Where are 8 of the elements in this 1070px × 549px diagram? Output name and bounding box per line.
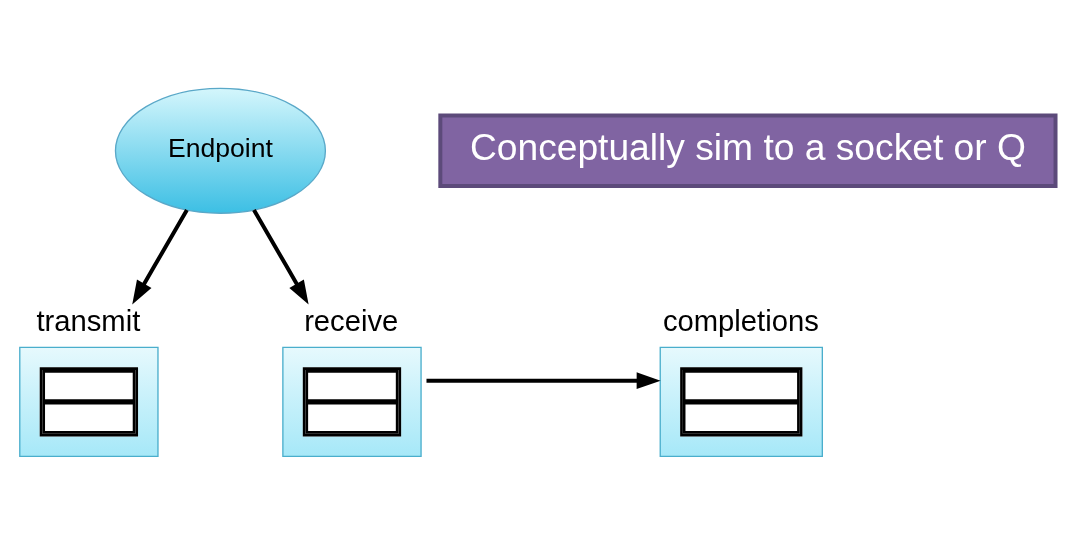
node-label: completions: [662, 304, 819, 337]
node-box: Conceptually sim to a socket or Q: [438, 113, 1058, 188]
arrow: [252, 208, 309, 304]
arrow: [132, 208, 189, 304]
node-label: transmit: [36, 304, 141, 337]
node-label: receive: [304, 304, 399, 337]
arrow: [426, 371, 661, 389]
node-ellipse: Endpoint: [114, 87, 327, 214]
